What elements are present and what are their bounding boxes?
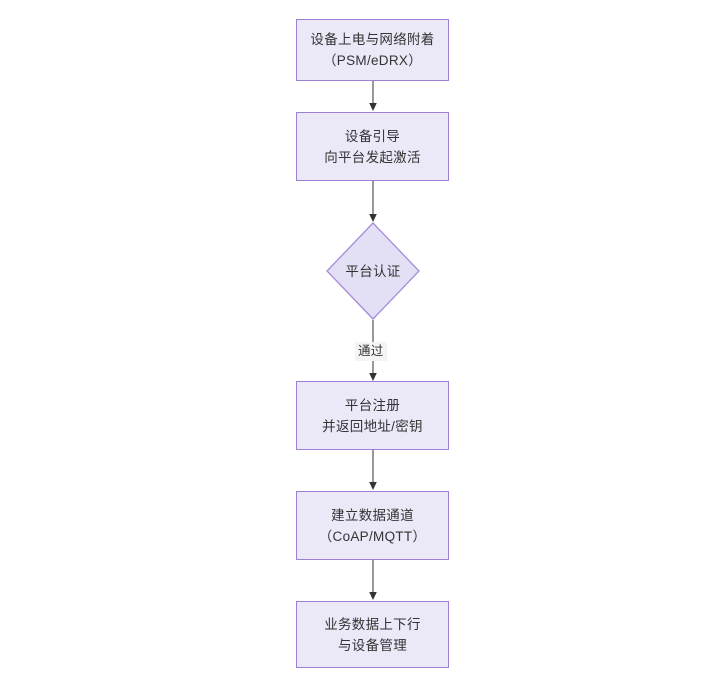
node-power-on[interactable]: 设备上电与网络附着 （PSM/eDRX）	[296, 19, 449, 81]
node-service-data-line-2: 与设备管理	[338, 637, 407, 653]
node-platform-register[interactable]: 平台注册 并返回地址/密钥	[296, 381, 449, 450]
node-bootstrap[interactable]: 设备引导 向平台发起激活	[296, 112, 449, 181]
node-bootstrap-line-2: 向平台发起激活	[324, 149, 421, 165]
node-service-data-line-1: 业务数据上下行	[324, 616, 421, 632]
node-data-channel-line-1: 建立数据通道	[331, 507, 414, 523]
diamond-shape	[326, 222, 420, 320]
edge-label-pass: 通过	[355, 342, 387, 361]
node-service-data[interactable]: 业务数据上下行 与设备管理	[296, 601, 449, 668]
node-power-on-line-1: 设备上电与网络附着	[310, 32, 435, 47]
node-power-on-line-2: （PSM/eDRX）	[322, 53, 423, 68]
node-bootstrap-line-1: 设备引导	[344, 128, 401, 144]
node-platform-auth-label: 平台认证	[345, 263, 401, 279]
edge-platform-register-to-data-channel	[369, 450, 377, 490]
edge-data-channel-to-service-data	[369, 560, 377, 600]
edge-bootstrap-to-platform-auth	[369, 181, 377, 222]
edge-power-on-to-bootstrap	[369, 81, 377, 111]
node-data-channel[interactable]: 建立数据通道 （CoAP/MQTT）	[296, 491, 449, 560]
node-platform-auth[interactable]: 平台认证	[326, 222, 420, 320]
node-data-channel-line-2: （CoAP/MQTT）	[318, 528, 427, 544]
node-platform-register-line-1: 平台注册	[344, 397, 401, 413]
node-platform-register-line-2: 并返回地址/密钥	[322, 418, 423, 434]
